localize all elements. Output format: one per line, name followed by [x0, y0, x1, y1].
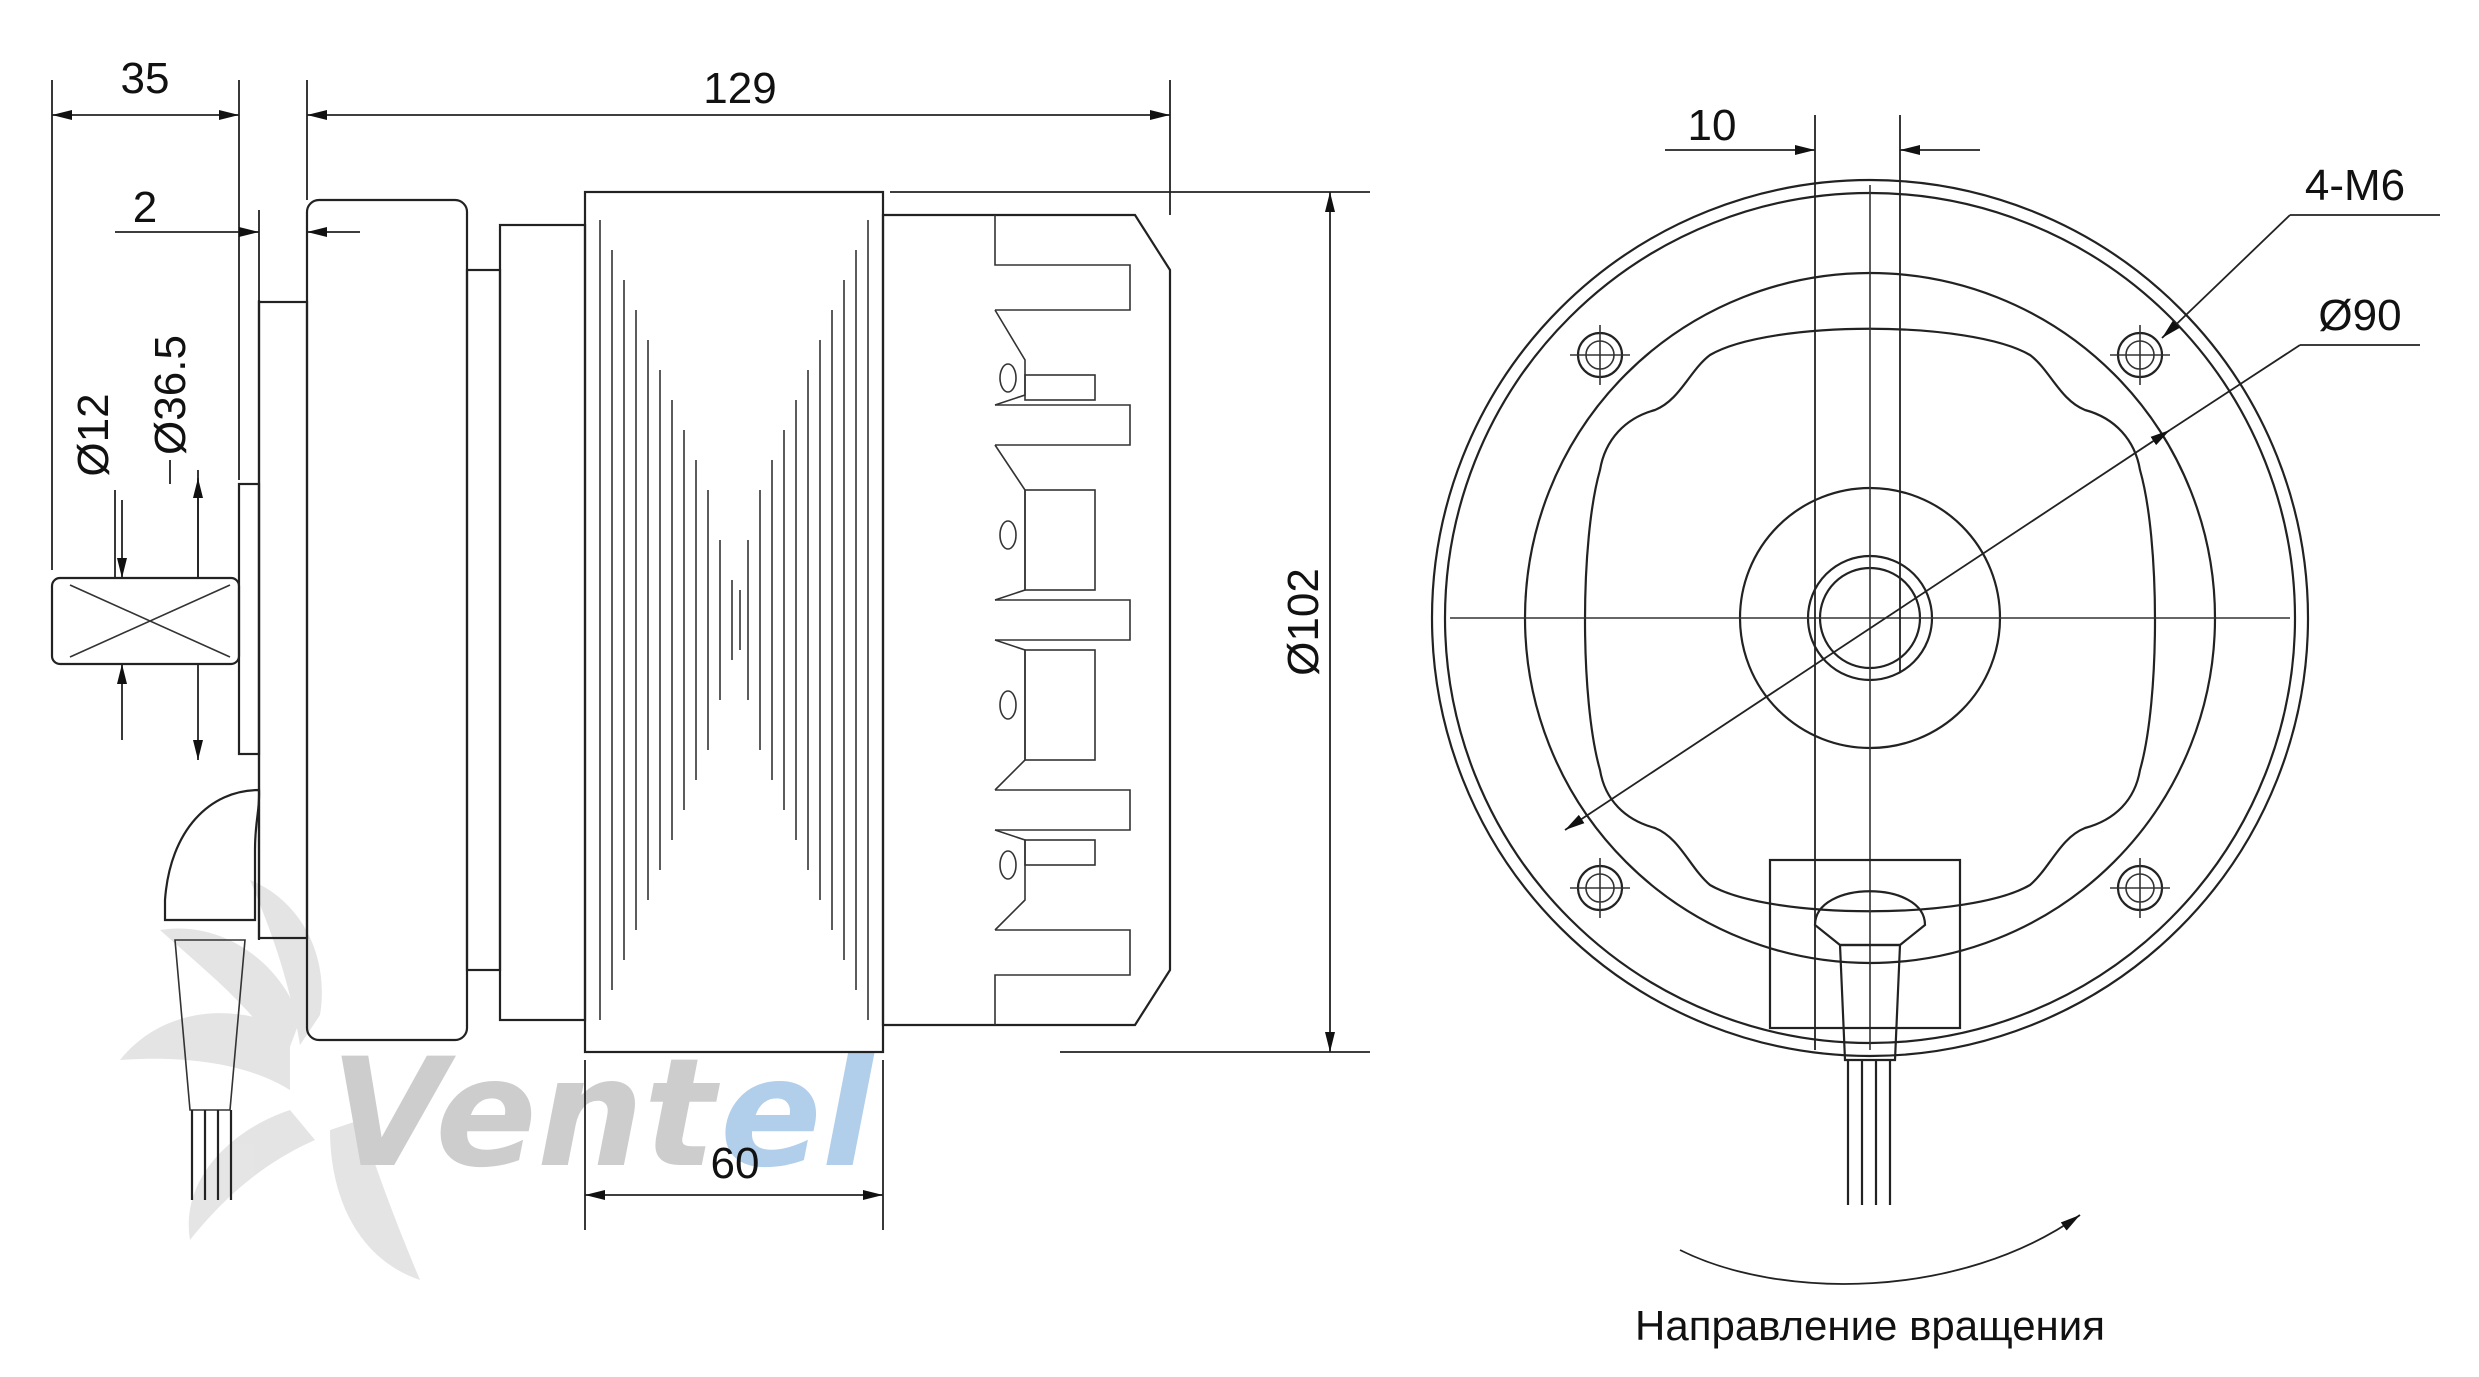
cable-box	[1768, 858, 1962, 1030]
shaft	[50, 576, 241, 666]
stator-ring	[498, 223, 587, 1022]
watermark-vent: Vent	[330, 1027, 721, 1201]
rotation-arrow-icon	[1679, 1214, 2081, 1285]
neck	[465, 268, 502, 972]
dim-holes: 4-M6	[2305, 161, 2405, 210]
hole-icon	[1570, 325, 1630, 385]
dim-offset: 10	[1688, 101, 1737, 150]
hole-icon	[2110, 325, 2170, 385]
back-plate	[257, 300, 309, 940]
watermark: Vent el	[120, 880, 876, 1280]
dim-body-diameter: Ø102	[1279, 568, 1328, 676]
end-cap-ribs	[994, 215, 1131, 1025]
dim-total-length: 129	[703, 64, 776, 113]
dim-hub-diameter: Ø36.5	[146, 335, 195, 455]
dim-bolt-circle: Ø90	[2318, 291, 2401, 340]
hole-icon	[1570, 858, 1630, 918]
extension-lines	[51, 80, 1370, 1230]
center-lines	[1450, 185, 2290, 1050]
hole-icon	[2110, 858, 2170, 918]
bolt-circle-line	[1564, 429, 2171, 831]
flange	[305, 198, 469, 1042]
cable-wires	[190, 1110, 233, 1200]
dimension-lines	[52, 110, 1335, 1200]
dim-flange-gap: 2	[133, 183, 157, 232]
end-cap	[881, 213, 1172, 1027]
rotation-caption: Направление вращения	[1635, 1302, 2105, 1349]
dim-shaft-diameter: Ø12	[69, 393, 118, 476]
front-view: 10 4-M6 Ø90 Направление вращения	[1430, 101, 2440, 1349]
fan-logo-icon	[120, 880, 420, 1280]
cooling-fins	[599, 220, 869, 1020]
watermark-el: el	[720, 1027, 876, 1201]
dim-fin-length: 60	[711, 1139, 760, 1188]
mounting-holes	[1570, 325, 2170, 918]
cable-gland	[163, 788, 261, 922]
outer-circle	[1430, 178, 2310, 1058]
dim-shaft-length: 35	[121, 54, 170, 103]
finned-body	[583, 190, 885, 1054]
cable-gland-front	[1813, 890, 1927, 947]
side-view: 35 129 2 60 Ø12 Ø36.5 Ø102	[50, 54, 1370, 1230]
cable-wires-front	[1846, 1060, 1892, 1205]
holes-leader	[2161, 214, 2291, 339]
hub	[237, 482, 261, 756]
